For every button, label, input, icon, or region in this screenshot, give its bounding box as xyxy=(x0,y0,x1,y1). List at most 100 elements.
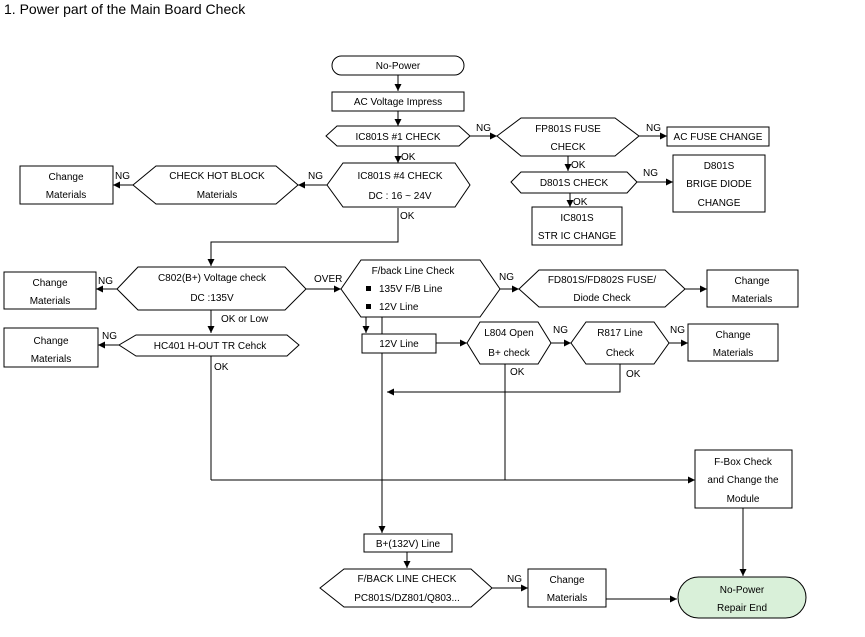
edge-label-ng: NG xyxy=(499,272,514,283)
edge-label-ng: NG xyxy=(646,123,661,134)
svg-text:135V F/B Line: 135V F/B Line xyxy=(379,284,443,295)
svg-text:Change: Change xyxy=(32,278,67,289)
node-ac-impress: AC Voltage Impress xyxy=(331,91,465,112)
svg-text:FD801S/FD802S FUSE/: FD801S/FD802S FUSE/ xyxy=(548,275,657,286)
node-fback-line-check-2: F/BACK LINE CHECK PC801S/DZ801/Q803... xyxy=(319,568,493,608)
node-fback-line-check: F/back Line Check 135V F/B Line 12V Line xyxy=(340,259,501,318)
svg-text:AC Voltage Impress: AC Voltage Impress xyxy=(354,97,442,108)
node-bridge-diode-change: D801S BRIGE DIODE CHANGE xyxy=(672,154,766,213)
node-change-materials-2: Change Materials xyxy=(3,271,97,310)
node-b132-line: B+(132V) Line xyxy=(363,533,453,553)
svg-text:DC :135V: DC :135V xyxy=(190,293,234,304)
node-fd801-fuse-diode-check: FD801S/FD802S FUSE/ Diode Check xyxy=(518,269,686,308)
svg-text:Materials: Materials xyxy=(46,190,87,201)
edge-label-ng: NG xyxy=(643,168,658,179)
svg-text:CHANGE: CHANGE xyxy=(698,198,741,209)
node-fp801-fuse: FP801S FUSE CHECK xyxy=(496,117,640,157)
node-hc401-check: HC401 H-OUT TR Cehck xyxy=(118,334,300,357)
edge-label-ng: NG xyxy=(476,123,491,134)
node-12v-line: 12V Line xyxy=(361,333,437,354)
bullet-icon xyxy=(366,304,371,309)
node-d801-check: D801S CHECK xyxy=(510,171,638,194)
node-c802-voltage-check: C802(B+) Voltage check DC :135V xyxy=(116,266,307,311)
node-fbox-check: F-Box Check and Change the Module xyxy=(694,449,793,509)
svg-text:HC401 H-OUT TR Cehck: HC401 H-OUT TR Cehck xyxy=(154,341,267,352)
node-str-ic-change: IC801S STR IC CHANGE xyxy=(531,206,623,246)
node-start-label: No-Power xyxy=(376,61,421,72)
svg-text:Materials: Materials xyxy=(713,348,754,359)
svg-text:Change: Change xyxy=(734,276,769,287)
edge-label-ok-or-low: OK or Low xyxy=(221,314,269,325)
node-repair-end: No-Power Repair End xyxy=(677,576,807,619)
node-ic801-4-check: IC801S #4 CHECK DC : 16 ~ 24V xyxy=(326,162,471,208)
svg-text:FP801S FUSE: FP801S FUSE xyxy=(535,124,601,135)
svg-text:Change: Change xyxy=(549,575,584,586)
svg-text:F/back Line Check: F/back Line Check xyxy=(372,266,456,277)
svg-text:Change: Change xyxy=(715,330,750,341)
edge-label-ok: OK xyxy=(401,152,416,163)
svg-text:12V Line: 12V Line xyxy=(379,339,419,350)
svg-text:DC : 16 ~ 24V: DC : 16 ~ 24V xyxy=(368,191,431,202)
edge-labels: NG NG NG NG NG NG NG NG NG NG NG OVER OK… xyxy=(98,123,685,585)
svg-text:IC801S #4 CHECK: IC801S #4 CHECK xyxy=(357,171,442,182)
node-change-materials-3: Change Materials xyxy=(706,269,799,308)
svg-text:Materials: Materials xyxy=(197,190,238,201)
svg-text:STR IC CHANGE: STR IC CHANGE xyxy=(538,231,617,242)
edge-label-over: OVER xyxy=(314,274,342,285)
svg-text:D801S CHECK: D801S CHECK xyxy=(540,178,609,189)
node-change-materials-1: Change Materials xyxy=(19,165,114,205)
svg-text:AC FUSE CHANGE: AC FUSE CHANGE xyxy=(674,132,763,143)
page-title: 1. Power part of the Main Board Check xyxy=(4,1,246,17)
svg-text:PC801S/DZ801/Q803...: PC801S/DZ801/Q803... xyxy=(354,593,460,604)
svg-text:CHECK HOT BLOCK: CHECK HOT BLOCK xyxy=(169,171,265,182)
svg-text:Module: Module xyxy=(727,494,760,505)
svg-text:and Change the: and Change the xyxy=(707,475,779,486)
edge-label-ng: NG xyxy=(98,276,113,287)
svg-text:Materials: Materials xyxy=(732,294,773,305)
svg-text:No-Power: No-Power xyxy=(720,585,765,596)
svg-text:F/BACK LINE CHECK: F/BACK LINE CHECK xyxy=(358,574,457,585)
node-ic801-1-check: IC801S #1 CHECK xyxy=(325,125,471,147)
edge-label-ok: OK xyxy=(626,369,641,380)
svg-text:Materials: Materials xyxy=(31,354,72,365)
bullet-icon xyxy=(366,286,371,291)
connectors xyxy=(96,75,747,603)
svg-text:Change: Change xyxy=(33,336,68,347)
svg-text:L804 Open: L804 Open xyxy=(484,328,534,339)
node-start: No-Power xyxy=(331,55,465,76)
svg-text:R817 Line: R817 Line xyxy=(597,328,643,339)
node-change-materials-5: Change Materials xyxy=(687,323,779,362)
node-ac-fuse-change: AC FUSE CHANGE xyxy=(666,126,770,147)
edge-label-ok: OK xyxy=(571,160,586,171)
node-change-materials-6: Change Materials xyxy=(527,568,607,608)
edge-label-ok: OK xyxy=(400,211,415,222)
edge-label-ok: OK xyxy=(510,367,525,378)
svg-text:B+ check: B+ check xyxy=(488,348,530,359)
svg-text:CHECK: CHECK xyxy=(550,142,585,153)
svg-text:Diode Check: Diode Check xyxy=(573,293,631,304)
edge-label-ng: NG xyxy=(102,331,117,342)
edge-label-ok: OK xyxy=(573,197,588,208)
svg-text:BRIGE DIODE: BRIGE DIODE xyxy=(686,179,752,190)
svg-text:IC801S #1 CHECK: IC801S #1 CHECK xyxy=(355,132,440,143)
edge-label-ng: NG xyxy=(507,574,522,585)
svg-text:Repair End: Repair End xyxy=(717,603,767,614)
node-check-hot-block: CHECK HOT BLOCK Materials xyxy=(132,165,299,205)
svg-text:D801S: D801S xyxy=(704,161,735,172)
edge-ic4-c802 xyxy=(207,208,399,266)
svg-text:B+(132V) Line: B+(132V) Line xyxy=(376,539,441,550)
node-l804-open-check: L804 Open B+ check xyxy=(466,321,552,365)
node-r817-line-check: R817 Line Check xyxy=(570,321,670,365)
edge-label-ng: NG xyxy=(553,325,568,336)
edge-label-ng: NG xyxy=(308,171,323,182)
svg-text:12V Line: 12V Line xyxy=(379,302,419,313)
svg-text:Materials: Materials xyxy=(30,296,71,307)
svg-text:F-Box Check: F-Box Check xyxy=(714,457,773,468)
edge-r817-ok xyxy=(387,364,621,396)
svg-text:Materials: Materials xyxy=(547,593,588,604)
svg-text:Check: Check xyxy=(606,348,635,359)
svg-text:C802(B+) Voltage check: C802(B+) Voltage check xyxy=(158,273,267,284)
edge-label-ok: OK xyxy=(214,362,229,373)
svg-text:Change: Change xyxy=(48,172,83,183)
